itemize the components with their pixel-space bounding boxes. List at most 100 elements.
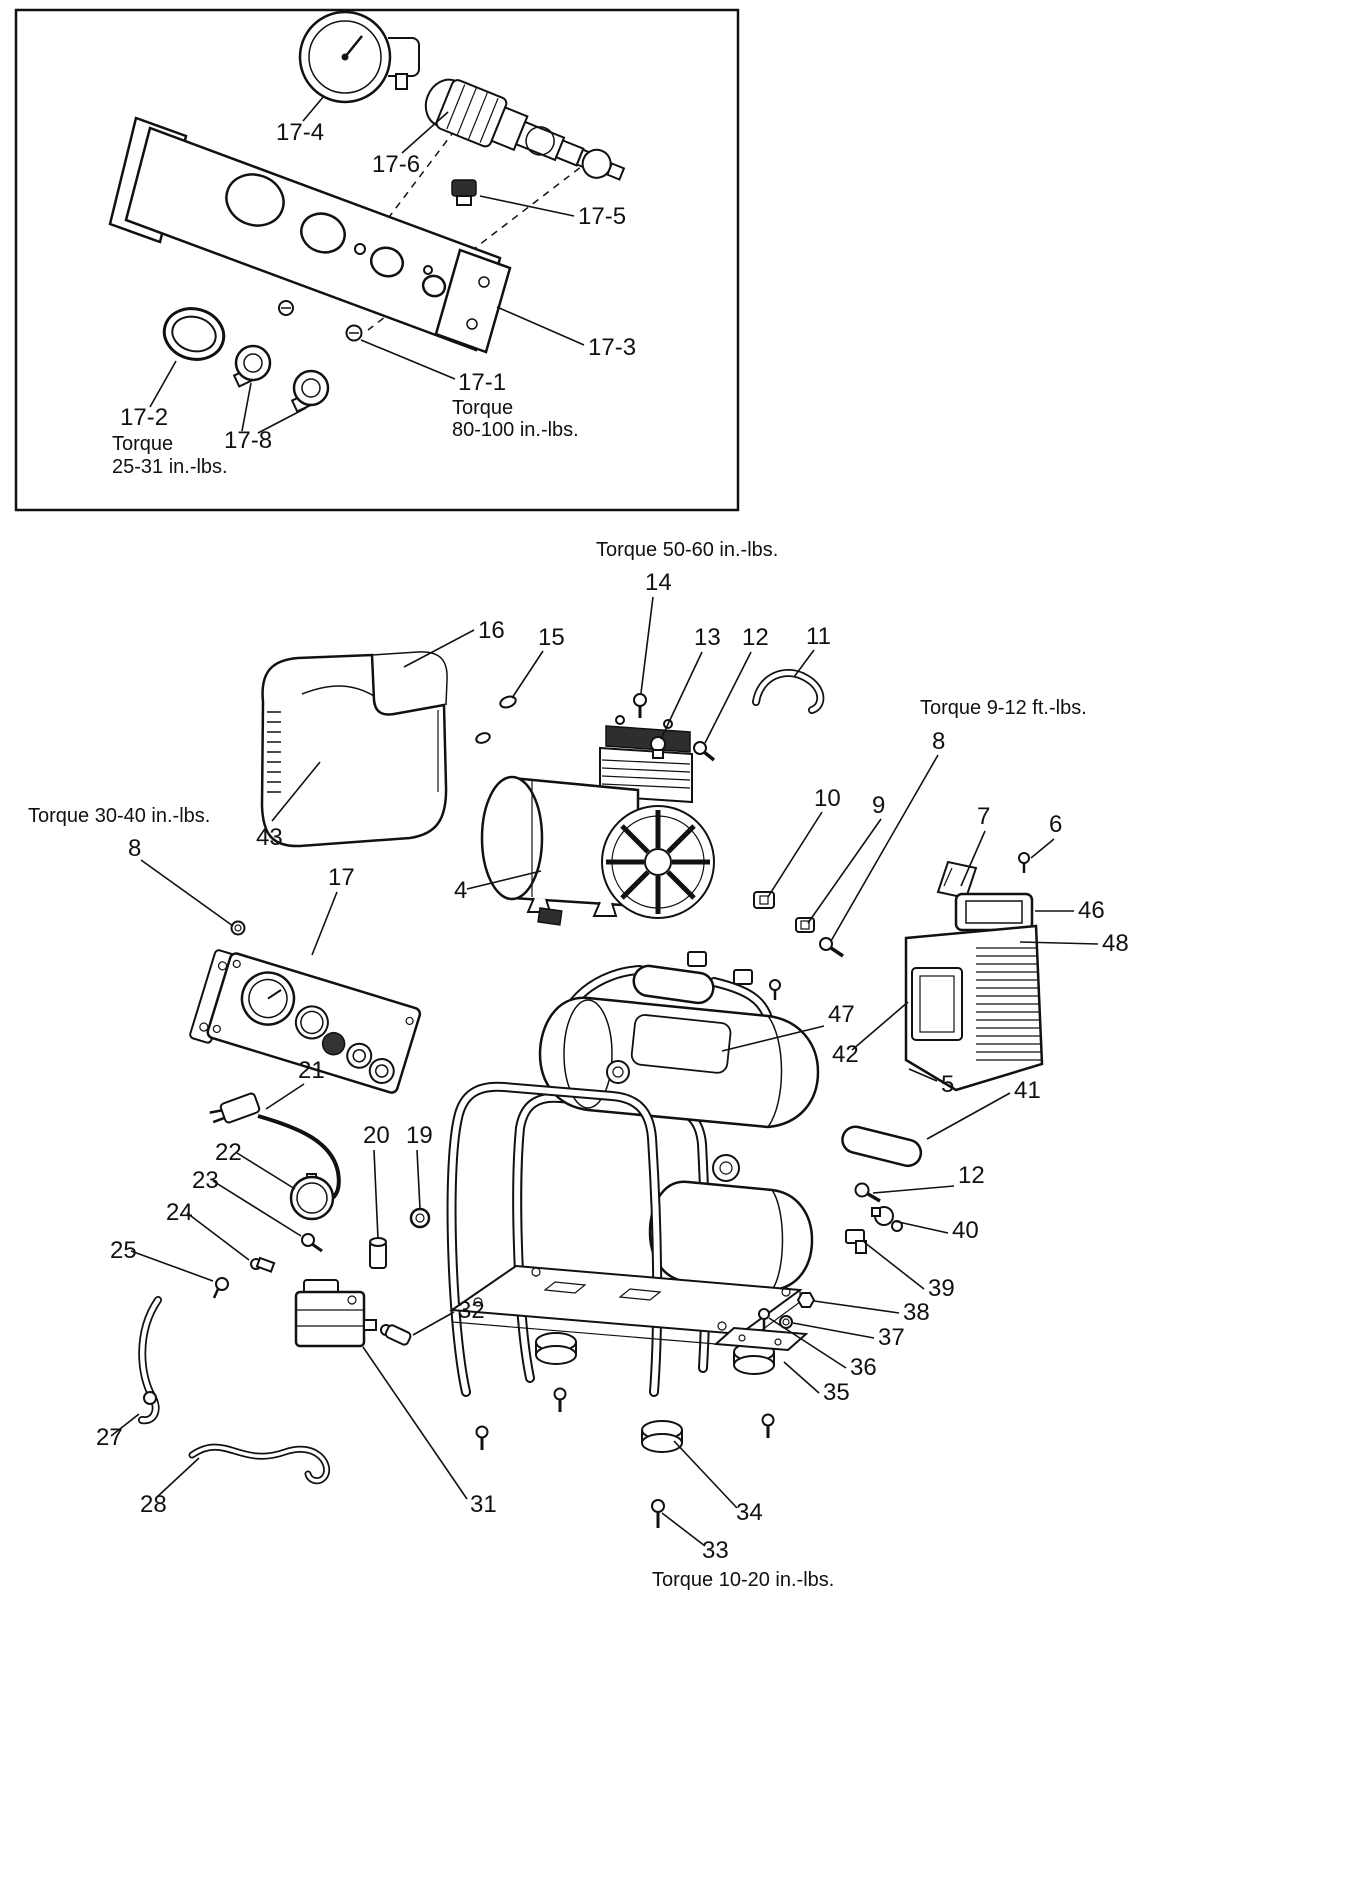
callout-8-left: 8	[128, 835, 141, 862]
bolt-12-top	[693, 741, 716, 762]
callout-21: 21	[298, 1057, 325, 1084]
leader-11	[793, 649, 815, 678]
leader-9	[807, 818, 882, 924]
callout-7: 7	[977, 803, 990, 830]
callout-13: 13	[694, 624, 721, 651]
bushing-10	[753, 891, 775, 909]
callout-41: 41	[1014, 1077, 1041, 1104]
callout-23: 23	[192, 1167, 219, 1194]
leader-23	[212, 1180, 302, 1237]
control-panel-17	[189, 949, 422, 1094]
base-platform	[449, 1264, 803, 1347]
callout-25: 25	[110, 1237, 137, 1264]
callout-14: 14	[645, 569, 672, 596]
window-frame-42	[911, 967, 963, 1041]
tube-28	[188, 1443, 331, 1485]
leader-48	[1019, 941, 1099, 945]
elbow-39	[845, 1229, 867, 1254]
callout-38: 38	[903, 1299, 930, 1326]
leader-16	[403, 629, 475, 668]
leader-10	[767, 811, 823, 898]
callout-6: 6	[1049, 811, 1062, 838]
bolt-12-right	[854, 1182, 881, 1203]
fan	[601, 805, 715, 919]
callout-17-2: 17-2	[120, 404, 168, 431]
inset-panel-assembly: 17-4 17-6 17-5 17-3 17-1 Torque 80-100 i…	[14, 8, 740, 512]
nut-37	[779, 1315, 793, 1329]
callout-27: 27	[96, 1424, 123, 1451]
leader-38	[813, 1300, 900, 1314]
note-torque-33: Torque 10-20 in.-lbs.	[652, 1569, 834, 1591]
rubber-foot	[733, 1342, 775, 1375]
leader-17-8b	[257, 407, 307, 434]
plate-35	[713, 1326, 809, 1352]
note-torque-8-left: Torque 30-40 in.-lbs.	[28, 805, 210, 827]
leader-17-3	[496, 306, 585, 346]
leader-5	[908, 1068, 938, 1082]
leader-35	[783, 1361, 820, 1394]
leader-27	[110, 1413, 140, 1437]
screw	[475, 1425, 489, 1450]
note-17-2-line1: Torque	[112, 433, 173, 455]
leader-22	[236, 1152, 296, 1190]
leader-lines	[110, 596, 1099, 1547]
leader-8-left	[140, 859, 234, 927]
callout-22: 22	[215, 1139, 242, 1166]
callout-20: 20	[363, 1122, 390, 1149]
bolt-8-right	[819, 937, 844, 958]
callout-39: 39	[928, 1275, 955, 1302]
couplers-17-8	[232, 344, 330, 413]
nut-38	[796, 1292, 816, 1308]
panel-plate-17-3	[108, 116, 512, 354]
rear-shroud-48	[904, 924, 1044, 1092]
note-torque-8-right: Torque 9-12 ft.-lbs.	[920, 697, 1087, 719]
hose-27	[138, 1296, 162, 1425]
leader-6	[1030, 838, 1055, 859]
leader-8-right	[830, 754, 939, 942]
note-17-1-line1: Torque	[452, 397, 513, 419]
pump-motor-4	[480, 715, 715, 926]
leader-37	[792, 1322, 875, 1339]
callout-32: 32	[458, 1297, 485, 1324]
callout-40: 40	[952, 1217, 979, 1244]
callout-17-6: 17-6	[372, 151, 420, 178]
leader-21	[265, 1083, 305, 1110]
check-valve-40	[871, 1206, 903, 1232]
callout-37: 37	[878, 1324, 905, 1351]
callout-12-right: 12	[958, 1162, 985, 1189]
leader-33	[661, 1512, 706, 1547]
leader-13	[660, 651, 703, 740]
frame-front-hoop	[446, 1081, 663, 1397]
callout-34: 34	[736, 1499, 763, 1526]
callout-16: 16	[478, 617, 505, 644]
leader-40	[893, 1220, 949, 1234]
screw-23	[301, 1233, 323, 1253]
clips-15	[475, 695, 517, 744]
pressure-gauge-17-4	[298, 10, 420, 104]
screw-6	[1018, 852, 1030, 873]
callout-19: 19	[406, 1122, 433, 1149]
callout-46: 46	[1078, 897, 1105, 924]
main-labels: Torque 50-60 in.-lbs. 14 16 15 13 12 11 …	[28, 539, 1129, 1591]
main-exploded-view: Torque 50-60 in.-lbs. 14 16 15 13 12 11 …	[28, 539, 1129, 1591]
leader-17-2	[149, 360, 177, 408]
clamp-25	[212, 1277, 229, 1299]
screws-17-1	[278, 300, 363, 342]
leader-17	[311, 891, 338, 956]
callout-42: 42	[832, 1041, 859, 1068]
callout-35: 35	[823, 1379, 850, 1406]
leader-24	[186, 1212, 250, 1261]
callout-17-5: 17-5	[578, 203, 626, 230]
callout-5: 5	[941, 1071, 954, 1098]
callout-4: 4	[454, 877, 467, 904]
tank-assembly	[538, 964, 820, 1292]
leader-15	[511, 650, 544, 699]
top-insert-46	[954, 892, 1034, 932]
leader-36	[768, 1317, 847, 1369]
note-17-1-line2: 80-100 in.-lbs.	[452, 419, 579, 441]
callout-17-3: 17-3	[588, 334, 636, 361]
fitting-32	[380, 1324, 412, 1346]
leader-12-right	[872, 1185, 955, 1194]
leader-4	[466, 870, 542, 890]
fitting-17-5	[451, 179, 477, 206]
